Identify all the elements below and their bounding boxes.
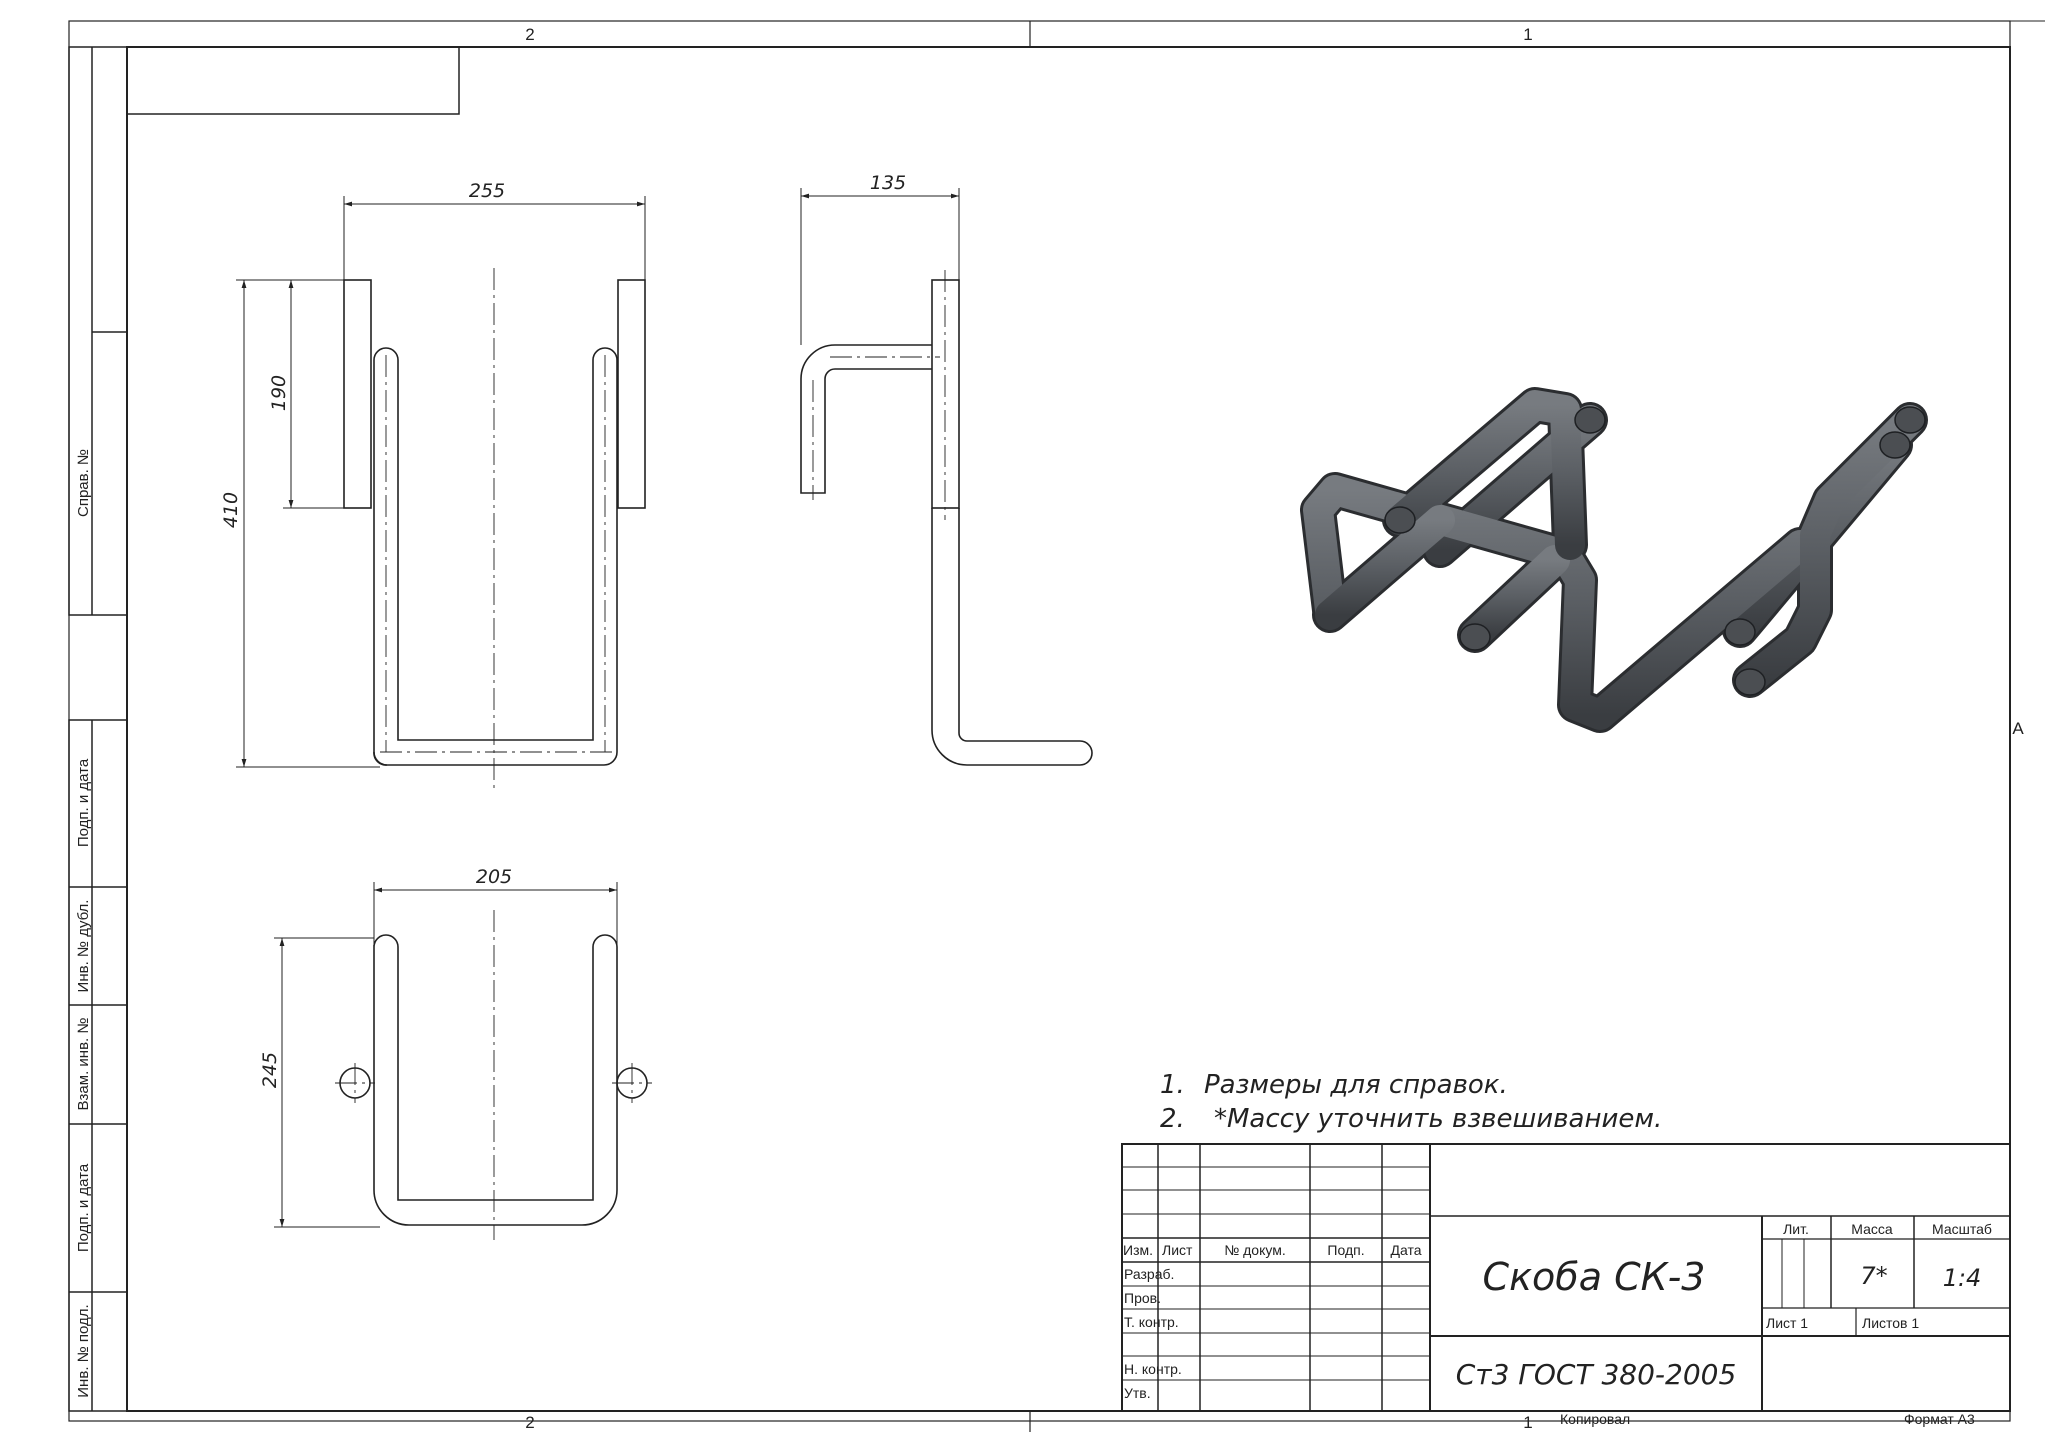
zone-label-top-right: 1 xyxy=(1523,25,1532,44)
tb-row-t-kontr: Т. контр. xyxy=(1124,1314,1179,1330)
side-stamp-sprav: Справ. № xyxy=(75,449,92,517)
front-view-centerlines xyxy=(380,268,612,790)
top-view xyxy=(339,934,648,1226)
zone-label-bottom-right: 1 xyxy=(1523,1413,1532,1432)
side-stamp-inv-dubl: Инв. № дубл. xyxy=(75,900,92,993)
tb-masshtab-label: Масштаб xyxy=(1932,1221,1992,1237)
tb-massa-value: 7* xyxy=(1860,1262,1887,1290)
tb-row-prov: Пров. xyxy=(1124,1290,1161,1306)
dim-front-width: 255 xyxy=(469,180,505,202)
tb-row-razrab: Разраб. xyxy=(1124,1266,1174,1282)
tb-header-data: Дата xyxy=(1390,1242,1421,1258)
note-1-num: 1. xyxy=(1160,1070,1185,1100)
side-stamp xyxy=(68,46,128,1412)
footer-copied-label: Копировал xyxy=(1560,1411,1630,1427)
tb-title: Скоба СК-3 xyxy=(1483,1255,1706,1299)
side-dimensions xyxy=(800,188,960,345)
tb-row-n-kontr: Н. контр. xyxy=(1124,1361,1182,1377)
tb-material: Ст3 ГОСТ 380-2005 xyxy=(1456,1358,1737,1391)
front-view xyxy=(343,279,646,766)
tb-row-utv: Утв. xyxy=(1124,1385,1151,1401)
dim-side-width: 135 xyxy=(870,172,906,194)
tb-header-dokum: № докум. xyxy=(1224,1242,1286,1258)
note-2-text: *Массу уточнить взвешиванием. xyxy=(1214,1104,1662,1134)
side-view xyxy=(800,279,1093,766)
side-stamp-podp-data-2: Подп. и дата xyxy=(75,1163,92,1252)
zone-label-bottom-left: 2 xyxy=(525,1413,534,1432)
title-block xyxy=(1121,1143,2011,1412)
front-dimensions xyxy=(236,196,646,768)
side-stamp-vzam-inv: Взам. инв. № xyxy=(75,1018,92,1111)
zone-label-right-side: A xyxy=(2012,719,2024,738)
dim-top-width: 205 xyxy=(476,866,512,888)
dim-front-height-upper: 190 xyxy=(268,375,290,411)
side-view-centerlines xyxy=(812,270,946,520)
note-2-num: 2. xyxy=(1160,1104,1185,1134)
isometric-view xyxy=(1300,387,1928,733)
side-stamp-podp-data-1: Подп. и дата xyxy=(75,758,92,847)
sheet-frame xyxy=(68,20,2045,1432)
tb-header-list: Лист xyxy=(1162,1242,1193,1258)
side-stamp-inv-podl: Инв. № подл. xyxy=(75,1304,92,1397)
top-view-centerlines xyxy=(335,910,652,1240)
tb-massa-label: Масса xyxy=(1851,1221,1893,1237)
tb-header-izm: Изм. xyxy=(1123,1242,1153,1258)
tb-sheets-label: Листов 1 xyxy=(1862,1315,1919,1331)
tb-masshtab-value: 1:4 xyxy=(1943,1264,1982,1292)
dim-top-height: 245 xyxy=(259,1052,281,1088)
note-1-text: Размеры для справок. xyxy=(1204,1070,1508,1100)
dim-front-height-total: 410 xyxy=(220,492,242,528)
top-dimensions xyxy=(274,882,618,1228)
zone-label-top-left: 2 xyxy=(525,25,534,44)
notes: 1. Размеры для справок. 2. *Массу уточни… xyxy=(1160,1070,1662,1134)
tb-sheet-label: Лист 1 xyxy=(1766,1315,1808,1331)
footer-format-label: Формат A3 xyxy=(1904,1411,1975,1427)
tb-header-podp: Подп. xyxy=(1327,1242,1364,1258)
tb-lit-label: Лит. xyxy=(1783,1221,1809,1237)
